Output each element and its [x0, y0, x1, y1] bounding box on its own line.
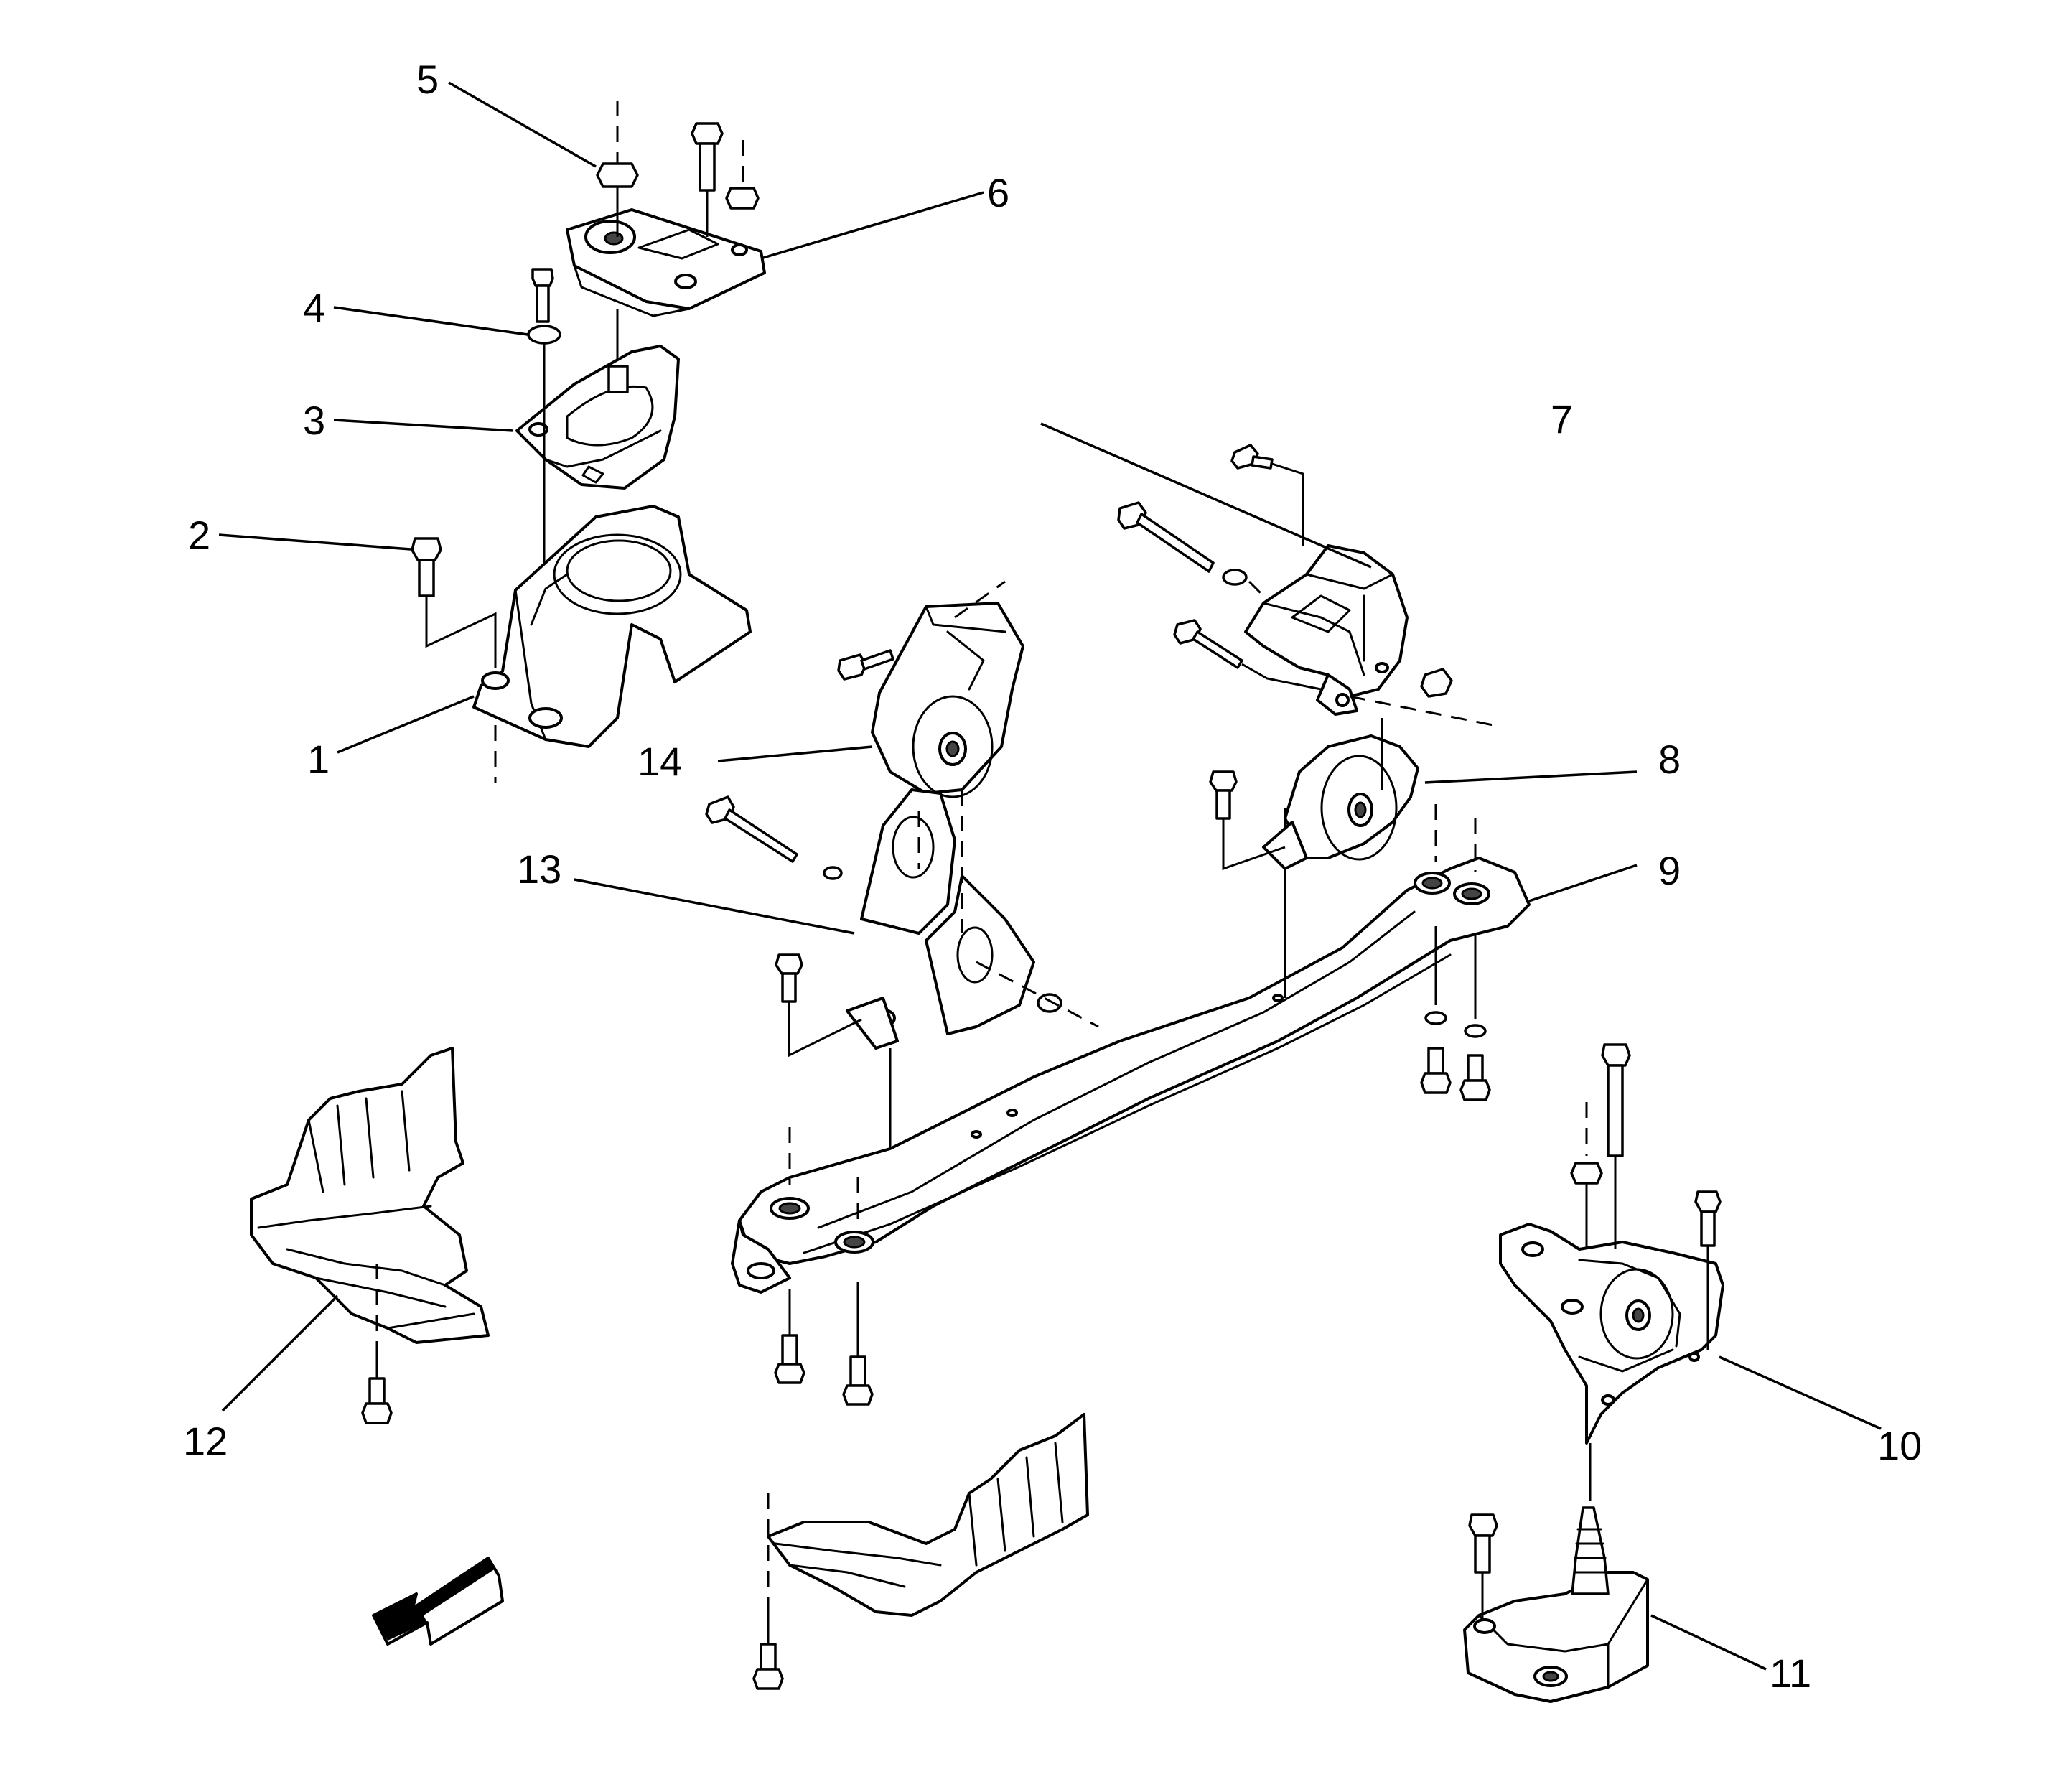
nut-10	[1570, 1102, 1603, 1249]
callout-3: 3	[303, 398, 325, 443]
upper-mount-bracket-6	[566, 208, 766, 317]
callout-14: 14	[637, 739, 682, 784]
heat-shield-lower	[752, 1413, 1089, 1690]
bolt-7c	[1173, 619, 1322, 691]
washer-4	[527, 268, 561, 345]
crossmember-9	[731, 808, 1531, 1294]
callout-13: 13	[517, 846, 561, 892]
front-direction-arrow-icon	[372, 1557, 504, 1646]
nut-6b	[725, 140, 760, 210]
mount-bracket-10	[1499, 1223, 1724, 1501]
mount-insulator-3	[515, 309, 680, 574]
bolt-7b	[1117, 501, 1265, 597]
callout-5: 5	[416, 57, 439, 102]
nut-13	[976, 961, 1099, 1028]
bolt-10a	[1601, 1043, 1631, 1249]
bolt-13	[705, 795, 843, 880]
callout-11: 11	[1770, 1651, 1811, 1696]
mount-insulator-8	[1262, 718, 1419, 870]
callout-1: 1	[307, 737, 330, 782]
bolt-13b	[775, 953, 862, 1058]
bolt-14	[837, 649, 894, 681]
mount-bracket-7	[1244, 544, 1494, 727]
bolt-8	[1209, 770, 1286, 871]
leader-lines	[218, 81, 1882, 1671]
callout-7: 7	[1551, 396, 1573, 442]
nut-5	[596, 101, 639, 237]
callout-4: 4	[303, 285, 325, 330]
mount-bracket-1	[472, 505, 752, 783]
callout-9: 9	[1658, 848, 1681, 893]
mount-bracket-11	[1463, 1506, 1649, 1703]
mount-insulator-14	[871, 580, 1024, 798]
bolt-6a	[691, 122, 724, 237]
callout-10: 10	[1877, 1423, 1922, 1468]
callout-12: 12	[183, 1419, 228, 1464]
bolt-11	[1468, 1513, 1498, 1619]
bolt-10b	[1694, 1190, 1722, 1350]
callout-labels: 5 6 4 3 2 1 7 14 8 13 9 10 11 12	[183, 57, 1922, 1696]
mount-bracket-13	[846, 788, 1035, 1149]
callout-2: 2	[188, 513, 210, 558]
callout-6: 6	[987, 170, 1009, 215]
callout-8: 8	[1658, 737, 1681, 782]
crossmember-fasteners	[774, 804, 1491, 1406]
heat-shield-12	[250, 1047, 490, 1424]
bolt-7a	[1230, 444, 1304, 546]
nut-7	[1420, 668, 1453, 698]
bolt-2	[411, 537, 497, 668]
